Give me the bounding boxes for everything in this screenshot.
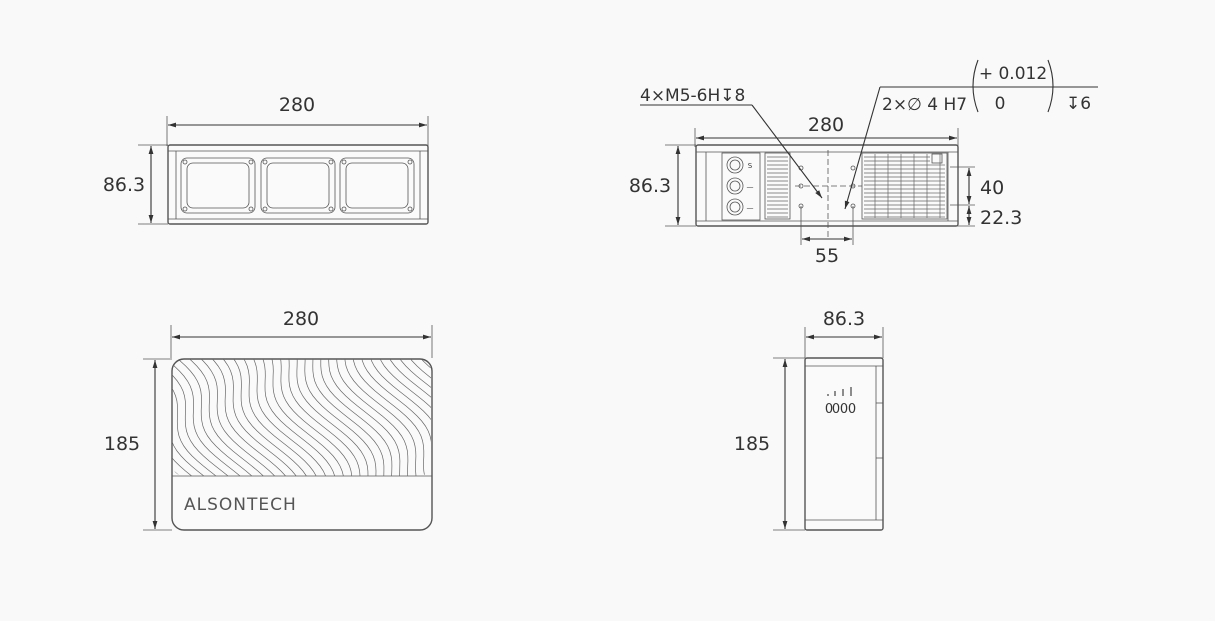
port-label-1: S	[748, 162, 753, 170]
tolerance-upper: + 0.012	[979, 64, 1047, 84]
heatsink-fin	[173, 359, 253, 476]
heatsink-fin	[352, 359, 425, 476]
heatsink-fin	[296, 359, 369, 476]
heatsink-fin	[220, 359, 297, 476]
top-width-label: 280	[283, 308, 319, 330]
top-depth-label: 185	[104, 433, 140, 455]
heatsink-fin	[378, 359, 431, 476]
heatsink-fin	[172, 359, 205, 476]
heatsink-fin	[360, 359, 431, 476]
top-body	[171, 358, 433, 531]
port-label-3: —	[747, 204, 754, 212]
status-indicators: 0 0 0 0	[825, 387, 856, 417]
heatsink-fin	[185, 359, 264, 476]
heatsink-fin	[172, 359, 180, 476]
led-4: 0	[848, 402, 856, 417]
heatsink-fin	[172, 359, 229, 476]
connector-2	[726, 177, 744, 195]
led-1: 0	[825, 402, 833, 417]
heatsink-fin	[79, 356, 156, 476]
heatsink-fin	[464, 356, 542, 476]
front-window-right	[339, 157, 415, 214]
top-view: 280 185 ALSONTECH	[79, 308, 554, 531]
offset-40-label: 40	[980, 177, 1004, 199]
side-view: 86.3 185 0 0 0 0	[734, 308, 884, 531]
hole-spacing-label: 55	[815, 245, 839, 267]
side-width-label: 86.3	[823, 308, 865, 330]
side-body	[804, 357, 884, 531]
heatsink-fin	[172, 359, 217, 476]
tolerance-lower: 0	[995, 94, 1006, 114]
side-depth-label: 185	[734, 433, 770, 455]
heatsink-fin	[312, 359, 385, 476]
heatsink-fin	[476, 356, 554, 476]
front-height-label: 86.3	[103, 174, 145, 196]
front-width-label: 280	[279, 94, 315, 116]
heatsink-fin	[441, 356, 518, 476]
connector-panel	[721, 152, 761, 221]
hole-depth: ↧6	[1066, 94, 1091, 114]
heatsink-fin	[328, 359, 401, 476]
heatsink-fin	[197, 359, 275, 476]
heatsink-fin	[288, 359, 361, 476]
rear-height-label: 86.3	[629, 175, 671, 197]
connector-1	[726, 156, 744, 174]
heatsink-fin	[397, 359, 431, 476]
heatsink-fin	[407, 359, 431, 476]
rear-width-label: 280	[808, 114, 844, 136]
port-label-2: —	[747, 183, 754, 191]
heatsink-fin	[304, 359, 377, 476]
heatsink-fin	[387, 359, 431, 476]
heatsink-fin	[344, 359, 417, 476]
heatsink-fin	[336, 359, 409, 476]
heatsink-fin	[279, 359, 353, 476]
front-window-center	[260, 157, 336, 214]
heatsink-fin	[452, 356, 530, 476]
heatsink-fin	[251, 359, 326, 476]
heatsink-fin	[172, 359, 241, 476]
front-window-left	[180, 157, 256, 214]
brand-logo-text: ALSONTECH	[184, 495, 297, 515]
connector-3	[726, 198, 744, 216]
heatsink-fin	[270, 359, 344, 476]
heatsink-fin	[429, 359, 431, 476]
rear-view: 280 86.3 S — —	[629, 59, 1098, 267]
led-3: 0	[840, 402, 848, 417]
heatsink-fin	[241, 359, 317, 476]
wave-heatsink	[79, 356, 554, 476]
heatsink-fin	[261, 359, 336, 476]
thread-callout: 4×M5-6H↧8	[640, 86, 745, 106]
heatsink-fin	[231, 359, 307, 476]
rear-notch	[931, 153, 943, 164]
heatsink-fin	[320, 359, 393, 476]
heatsink-fin	[369, 359, 431, 476]
heatsink-fin	[91, 356, 168, 476]
front-body	[167, 144, 429, 225]
offset-22-label: 22.3	[980, 207, 1022, 229]
led-2: 0	[832, 402, 840, 417]
front-view: 280 86.3	[103, 94, 429, 225]
rear-vent-left	[764, 152, 791, 220]
hole-callout: 2×∅ 4 H7	[882, 95, 967, 115]
heatsink-fin	[209, 359, 286, 476]
